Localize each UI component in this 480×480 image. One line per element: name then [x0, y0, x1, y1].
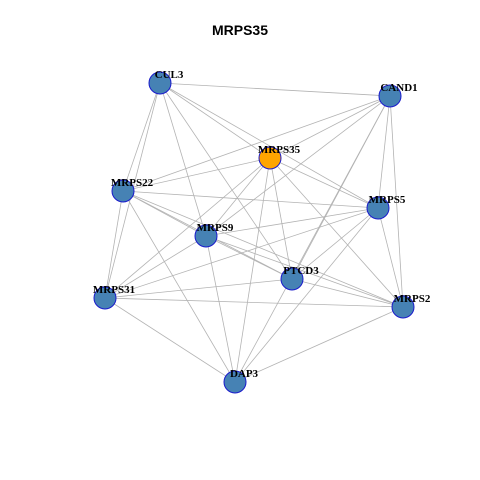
label-layer: CUL3CAND1MRPS35MRPS22MRPS5MRPS9PTCD3MRPS…	[93, 69, 431, 380]
node-dap3[interactable]	[223, 370, 247, 394]
edge-mrps9-dap3	[205, 235, 236, 383]
edge-mrps35-mrps31	[104, 157, 271, 299]
edge-mrps35-ptcd3	[269, 157, 293, 280]
graph-title: MRPS35	[211, 22, 269, 38]
edge-mrps22-mrps2	[122, 190, 404, 308]
edge-cul3-mrps9	[159, 82, 207, 237]
edge-cand1-dap3	[234, 95, 391, 383]
edge-mrps35-mrps9	[205, 157, 271, 237]
edge-cand1-mrps9	[205, 95, 391, 237]
node-layer	[93, 71, 415, 394]
edge-mrps35-mrps2	[269, 157, 404, 308]
edge-mrps22-mrps31	[104, 190, 124, 299]
node-mrps5[interactable]	[366, 196, 390, 220]
edge-mrps9-mrps2	[205, 235, 404, 308]
node-cand1[interactable]	[378, 84, 402, 108]
edge-mrps9-mrps31	[104, 235, 207, 299]
edge-mrps5-dap3	[234, 207, 379, 383]
edge-cand1-mrps5	[377, 95, 391, 209]
edge-mrps22-dap3	[122, 190, 236, 383]
edge-cand1-mrps35	[269, 95, 391, 159]
node-label-mrps31: MRPS31	[93, 284, 135, 296]
edge-mrps9-ptcd3	[205, 235, 293, 280]
edge-mrps31-dap3	[104, 297, 236, 383]
edge-cul3-cand1	[159, 82, 391, 97]
node-label-dap3: DAP3	[230, 368, 259, 380]
edge-cul3-mrps22	[122, 82, 161, 192]
edge-mrps5-mrps9	[205, 207, 379, 237]
node-label-mrps2: MRPS2	[394, 293, 431, 305]
edge-mrps5-mrps2	[377, 207, 404, 308]
edge-cul3-mrps5	[159, 82, 379, 209]
edge-layer	[104, 82, 404, 383]
node-mrps31[interactable]	[93, 286, 117, 310]
node-label-mrps9: MRPS9	[197, 222, 234, 234]
node-mrps22[interactable]	[111, 179, 135, 203]
node-mrps35[interactable]	[258, 146, 282, 170]
node-label-ptcd3: PTCD3	[283, 265, 319, 277]
node-label-cul3: CUL3	[155, 69, 184, 81]
edge-mrps22-mrps5	[122, 190, 379, 209]
edge-cul3-ptcd3	[159, 82, 293, 280]
edge-mrps35-dap3	[234, 157, 271, 383]
node-ptcd3[interactable]	[280, 267, 304, 291]
node-cul3[interactable]	[148, 71, 172, 95]
node-label-cand1: CAND1	[380, 82, 417, 94]
edge-mrps35-mrps22	[122, 157, 271, 192]
node-mrps2[interactable]	[391, 295, 415, 319]
edge-mrps31-mrps2	[104, 297, 404, 308]
edge-mrps5-ptcd3	[291, 207, 379, 280]
edge-mrps35-mrps5	[269, 157, 379, 209]
edge-cand1-mrps22	[122, 95, 391, 192]
edge-cand1-mrps2	[389, 95, 404, 308]
edge-ptcd3-mrps31	[104, 278, 293, 299]
edge-mrps2-dap3	[234, 306, 404, 383]
node-label-mrps5: MRPS5	[369, 194, 406, 206]
edge-cul3-mrps35	[159, 82, 271, 159]
node-label-mrps35: MRPS35	[258, 144, 301, 156]
edge-ptcd3-mrps2	[291, 278, 404, 308]
node-label-mrps22: MRPS22	[111, 177, 154, 189]
edge-mrps5-mrps31	[104, 207, 379, 299]
node-mrps9[interactable]	[194, 224, 218, 248]
